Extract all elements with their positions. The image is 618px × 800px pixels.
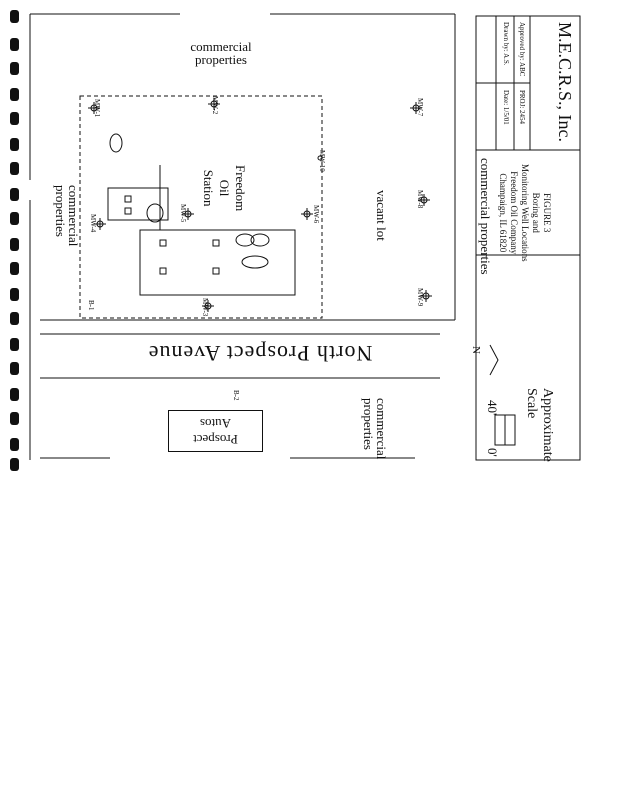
north-label: N [470, 346, 482, 354]
binder-hole [10, 388, 19, 401]
figure-line: Champaign, IL 61820 [498, 173, 508, 253]
binder-hole [10, 238, 19, 251]
binder-hole [10, 412, 19, 425]
well-label: MW-5 [179, 204, 187, 223]
well-label: MW-8 [416, 190, 424, 209]
top-commercial-label: commercial properties [176, 40, 266, 66]
figure-number: FIGURE 3 [542, 193, 552, 233]
scale-zero-label: 0' [485, 448, 500, 457]
project-field: PROJ: 2454 [518, 90, 526, 125]
binder-hole [10, 212, 19, 225]
well-label: MW-7 [416, 98, 424, 117]
business-line: Autos [199, 416, 232, 431]
figure-line: Monitoring Well Locations [520, 164, 530, 262]
drawn-by-field: Drawn by: A.S. [502, 22, 510, 66]
top-label-line: commercial [190, 39, 252, 54]
figure-caption: FIGURE 3 Boring and Monitoring Well Loca… [497, 164, 552, 262]
station-label-line: Oil [217, 179, 232, 197]
station-label-line: Freedom [233, 165, 248, 212]
binder-hole [10, 188, 19, 201]
figure-line: Freedom Oil Company [509, 171, 519, 255]
binder-hole [10, 162, 19, 175]
well-label: B-2 [232, 390, 240, 401]
right-commercial-label: commercial properties [478, 158, 493, 275]
binder-hole [10, 362, 19, 375]
bottom-commercial-label: commercial properties [361, 398, 389, 460]
binder-hole [10, 458, 19, 471]
scale-forty-label: 40' [485, 400, 500, 416]
well-label: MW-3 [201, 298, 209, 317]
binder-hole [10, 312, 19, 325]
well-label: MW-6 [312, 205, 320, 224]
binder-hole [10, 288, 19, 301]
well-label: MW-9 [416, 288, 424, 307]
figure-line: Boring and [531, 192, 541, 233]
well-label: MW-1 [93, 99, 101, 118]
binder-hole [10, 338, 19, 351]
binder-hole [10, 10, 19, 23]
date-field: Date: 1/5/01 [502, 90, 510, 125]
binder-hole [10, 88, 19, 101]
well-label: MW-10 [318, 150, 326, 172]
company-name: M.E.C.R.S., Inc. [555, 22, 575, 143]
left-commercial-label: commercial properties [53, 185, 81, 247]
vacant-lot-label: vacant lot [374, 190, 389, 241]
scale-label-line: Scale [524, 388, 539, 419]
binder-hole [10, 262, 19, 275]
station-label-line: Station [201, 169, 216, 207]
street-name: North Prospect Avenue [147, 341, 373, 366]
well-label: B-1 [87, 300, 95, 311]
prospect-autos-box: Prospect Autos [168, 410, 263, 452]
binder-hole [10, 38, 19, 51]
well-label: MW-4 [89, 214, 97, 233]
binder-hole [10, 438, 19, 451]
scale-label: Approximate Scale [523, 388, 555, 462]
scale-label-line: Approximate [540, 388, 555, 462]
top-label-line: properties [195, 52, 247, 67]
left-label-line: commercial [66, 185, 81, 247]
business-line: Prospect [193, 432, 238, 447]
binder-hole [10, 62, 19, 75]
approved-by-field: Approved by: ABC [518, 22, 526, 77]
station-label: Freedom Oil Station [200, 165, 248, 211]
binder-hole [10, 112, 19, 125]
bottom-label-line: commercial [374, 398, 389, 460]
binder-hole [10, 138, 19, 151]
well-label: MW-2 [211, 96, 219, 115]
